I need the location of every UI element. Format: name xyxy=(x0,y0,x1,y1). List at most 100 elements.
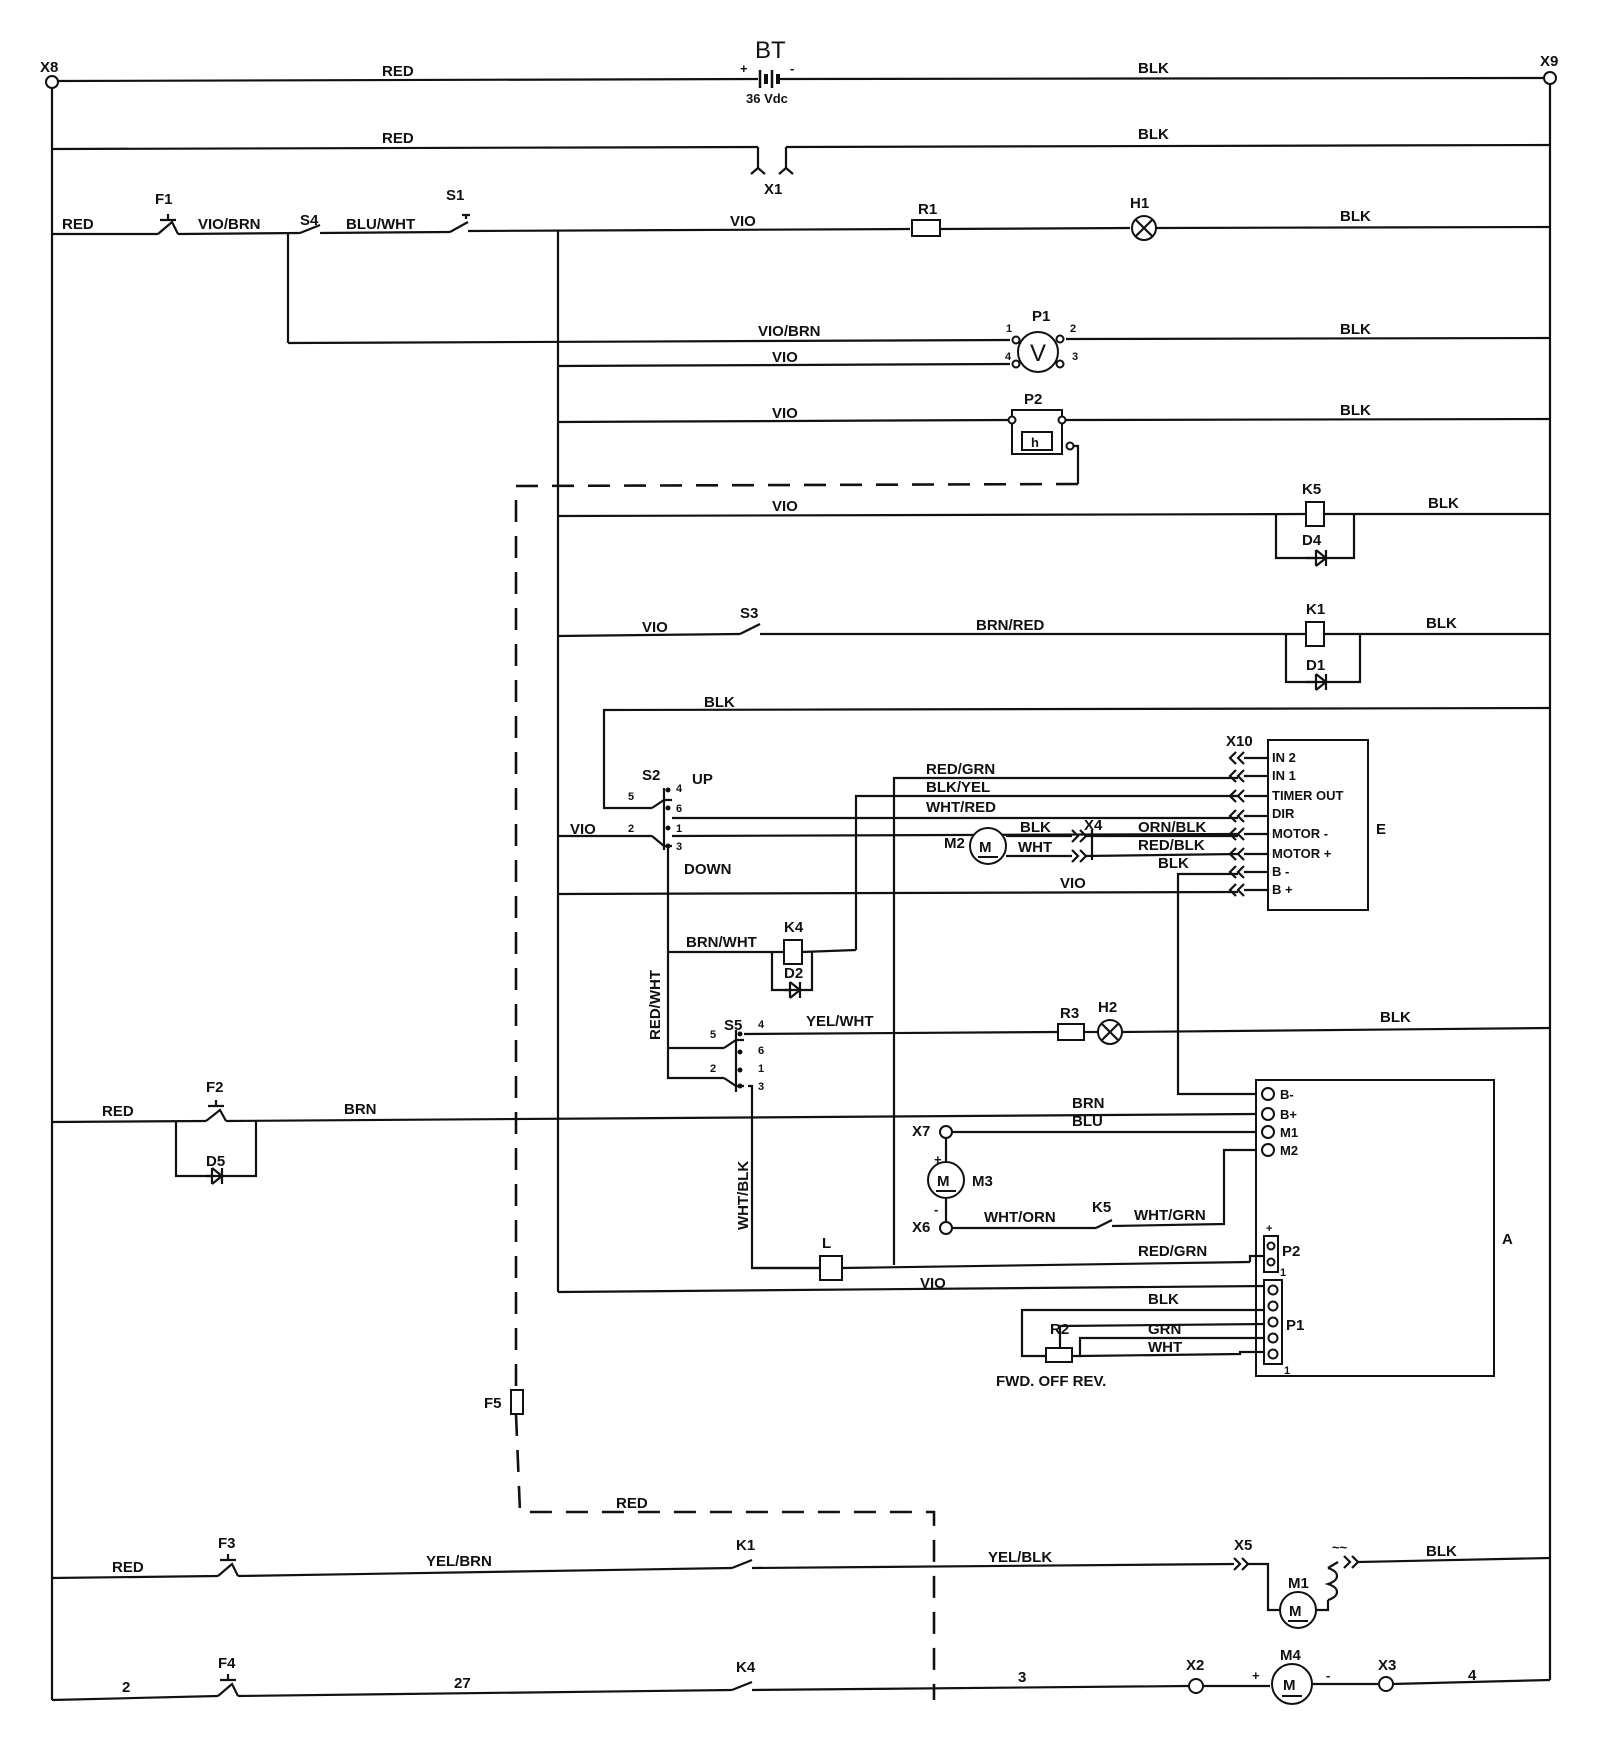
wire-label-blk: BLK xyxy=(1138,126,1169,143)
x8-label: X8 xyxy=(40,59,58,76)
x6-label: X6 xyxy=(912,1219,930,1236)
wire-label-red: RED xyxy=(382,130,414,147)
s1-label: S1 xyxy=(446,187,464,204)
e-pin-in1: IN 1 xyxy=(1272,768,1296,783)
m4-minus: - xyxy=(1326,1668,1330,1683)
terminal-x8 xyxy=(45,75,59,89)
x1-circuit: X1 RED BLK xyxy=(51,126,1551,198)
d2-label: D2 xyxy=(784,965,803,982)
s5-pin-6: 6 xyxy=(758,1045,764,1057)
f4-label: F4 xyxy=(218,1655,236,1672)
wire-label-brn: BRN xyxy=(1072,1095,1105,1112)
wire-label-2: 2 xyxy=(122,1679,130,1696)
battery-minus: - xyxy=(790,61,794,76)
p2-conn-pin-1: 1 xyxy=(1280,1267,1286,1279)
e-pin-dir: DIR xyxy=(1272,806,1295,821)
wire-label-blk: BLK xyxy=(1428,495,1459,512)
p1-meter-symbol: V xyxy=(1030,340,1046,367)
wire-label-vio: VIO xyxy=(1060,875,1086,892)
wire-label-blu-wht: BLU/WHT xyxy=(346,216,415,233)
wire-label-blk: BLK xyxy=(1148,1291,1179,1308)
m3-symbol: M xyxy=(937,1173,950,1190)
wire-label-red-wht: RED/WHT xyxy=(647,970,664,1040)
wire-label-red-blk: RED/BLK xyxy=(1138,837,1205,854)
s5-pin-3: 3 xyxy=(758,1081,764,1093)
wire-label-blk: BLK xyxy=(1426,615,1457,632)
fuse-f2-circuit: F2 D5 RED BRN BRN xyxy=(51,1079,1257,1185)
k4-contact-label: K4 xyxy=(736,1659,756,1676)
wire-label-blu: BLU xyxy=(1072,1113,1103,1130)
p2-label: P2 xyxy=(1024,391,1042,408)
s3-label: S3 xyxy=(740,605,758,622)
wire-label-blk: BLK xyxy=(1340,208,1371,225)
m4-plus: + xyxy=(1252,1668,1260,1683)
x4-label: X4 xyxy=(1084,817,1103,834)
x3-label: X3 xyxy=(1378,1657,1396,1674)
fuse-f5-link: F5 RED xyxy=(484,482,1079,1700)
p1-connector-label: P1 xyxy=(1286,1317,1304,1334)
motor-m4-circuit: M F4 K4 X2 X3 M4 + - 2 27 3 4 xyxy=(51,1647,1551,1705)
e-pin-b-plus: B + xyxy=(1272,882,1293,897)
s5-pin-2: 2 xyxy=(710,1063,716,1075)
p1-pin-3: 3 xyxy=(1072,351,1078,363)
f3-label: F3 xyxy=(218,1535,236,1552)
p1-conn-pin-1: 1 xyxy=(1284,1365,1290,1377)
k1-contact-label: K1 xyxy=(736,1537,755,1554)
controller-e: IN 2 IN 1 TIMER OUT DIR MOTOR - MOTOR + … xyxy=(1267,739,1386,911)
wire-label-red: RED xyxy=(62,216,94,233)
wire-label-vio: VIO xyxy=(772,405,798,422)
s2-pin-3: 3 xyxy=(676,841,682,853)
wire-label-4: 4 xyxy=(1468,1667,1477,1684)
h1-label: H1 xyxy=(1130,195,1149,212)
m1-ac-symbol: ~~ xyxy=(1332,1540,1348,1555)
switch-s2: 5 2 4 6 1 3 S2 UP DOWN VIO xyxy=(558,767,732,878)
x7-label: X7 xyxy=(912,1123,930,1140)
switch-s5-circuit: 5 2 4 6 1 3 S5 YEL/WHT R3 H2 BLK WHT/BLK xyxy=(666,999,1551,1270)
s2-up-label: UP xyxy=(692,771,713,788)
s2-pin-1: 1 xyxy=(676,823,682,835)
s5-pin-1: 1 xyxy=(758,1063,764,1075)
e-label: E xyxy=(1376,821,1386,838)
battery-label: BT xyxy=(755,37,786,64)
a-label: A xyxy=(1502,1231,1513,1248)
wire-label-blk: BLK xyxy=(1426,1543,1457,1560)
l-label: L xyxy=(822,1235,831,1252)
s2-blk-feed: BLK xyxy=(602,694,1551,810)
p1-pin-1: 1 xyxy=(1006,323,1012,335)
battery-plus: + xyxy=(740,61,748,76)
wire-label-blk-yel: BLK/YEL xyxy=(926,779,990,796)
x1-label: X1 xyxy=(764,181,782,198)
wire-label-vio: VIO xyxy=(920,1275,946,1292)
wire-label-vio-brn: VIO/BRN xyxy=(758,323,821,340)
f5-label: F5 xyxy=(484,1395,502,1412)
wire-label-vio: VIO xyxy=(730,213,756,230)
r2-label: R2 xyxy=(1050,1321,1069,1338)
wire-label-yel-brn: YEL/BRN xyxy=(426,1553,492,1570)
m4-symbol: M xyxy=(1283,1677,1296,1694)
wire-label-wht: WHT xyxy=(1018,839,1052,856)
e-pin-timer-out: TIMER OUT xyxy=(1272,788,1344,803)
e-pin-motor-minus: MOTOR - xyxy=(1272,826,1328,841)
p1-pin-2: 2 xyxy=(1070,323,1076,335)
s2-pin-6: 6 xyxy=(676,803,682,815)
x2-label: X2 xyxy=(1186,1657,1204,1674)
wire-label-brn-red: BRN/RED xyxy=(976,617,1045,634)
k5-label: K5 xyxy=(1302,481,1321,498)
m3-plus: + xyxy=(934,1152,942,1167)
wire-label-red: RED xyxy=(112,1559,144,1576)
x5-label: X5 xyxy=(1234,1537,1252,1554)
r2-modes-label: FWD. OFF REV. xyxy=(996,1373,1106,1390)
r1-label: R1 xyxy=(918,201,937,218)
a-pin-m2: M2 xyxy=(1280,1143,1298,1158)
p2-conn-plus: + xyxy=(1266,1223,1272,1235)
e-pin-motor-plus: MOTOR + xyxy=(1272,846,1332,861)
a-pin-m1: M1 xyxy=(1280,1125,1298,1140)
a-pin-b-minus: B- xyxy=(1280,1087,1294,1102)
p2-hourmeter-symbol: h xyxy=(1031,435,1039,450)
k4-label: K4 xyxy=(784,919,804,936)
wire-label-vio-brn: VIO/BRN xyxy=(198,216,261,233)
meter-p1-circuit: V 1 2 4 3 P1 VIO/BRN VIO BLK xyxy=(287,308,1551,373)
m2-symbol: M xyxy=(979,839,992,856)
wire-label-3: 3 xyxy=(1018,1669,1026,1686)
wire-label-vio: VIO xyxy=(570,821,596,838)
